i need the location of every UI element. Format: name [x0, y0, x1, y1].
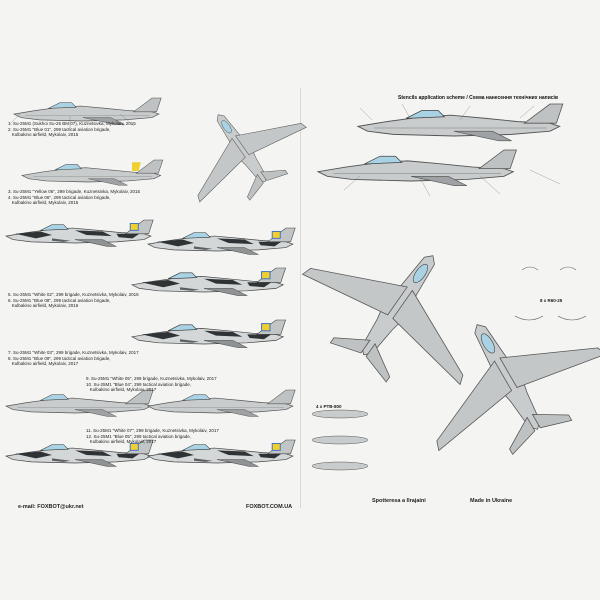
footer-made-in: Made in Ukraine	[470, 498, 513, 504]
profile-2	[21, 159, 164, 186]
drop-tank-3	[311, 461, 369, 471]
footer-made-with: Spotteresa a Ilrajaini	[372, 498, 426, 504]
stencil-plan-bottom	[393, 276, 600, 486]
profile-8	[147, 389, 296, 417]
stencil-side-upper	[357, 103, 564, 142]
caption-1: 1. Su-25M1 (Sukhoi Su-25 BM 07), Kuznets…	[8, 121, 136, 137]
stencil-side-lower	[317, 149, 517, 187]
profile-6	[131, 319, 287, 349]
drop-tank-1	[311, 409, 369, 419]
profile-5	[131, 267, 287, 297]
caption-2: 3. Su-25M1 "Yellow 06", 299 brigade, Kuz…	[8, 189, 141, 205]
caption-3: 5. Su-25M1 "White 02", 299 brigade, Kuzn…	[8, 292, 139, 308]
plan-view-left	[164, 77, 323, 225]
caption-4: 7. Su-25M1 "White 03", 299 brigade, Kuzn…	[8, 350, 139, 366]
stencil-heading: Stencils application scheme / Схема нане…	[398, 95, 559, 101]
caption-5: 9. Su-25M1 "White 05", 299 brigade, Kuzn…	[86, 376, 217, 392]
pylon-detail	[514, 266, 587, 321]
profile-3	[5, 219, 154, 248]
label-pylons: 8 x R60-25	[540, 298, 563, 303]
profile-4	[147, 227, 296, 256]
footer-email: e-mail: FOXBOT@ukr.net	[18, 504, 84, 510]
profile-7	[5, 389, 154, 417]
footer-site: FOXBOT.COM.UA	[246, 504, 293, 510]
caption-6: 11. Su-25M1 "White 07", 299 brigade, Kuz…	[86, 428, 219, 444]
stencil-leaders	[9, 103, 561, 197]
label-drop-tanks: 4 x PTB-800	[316, 404, 342, 409]
page-divider	[300, 88, 301, 508]
drop-tank-2	[311, 435, 369, 445]
